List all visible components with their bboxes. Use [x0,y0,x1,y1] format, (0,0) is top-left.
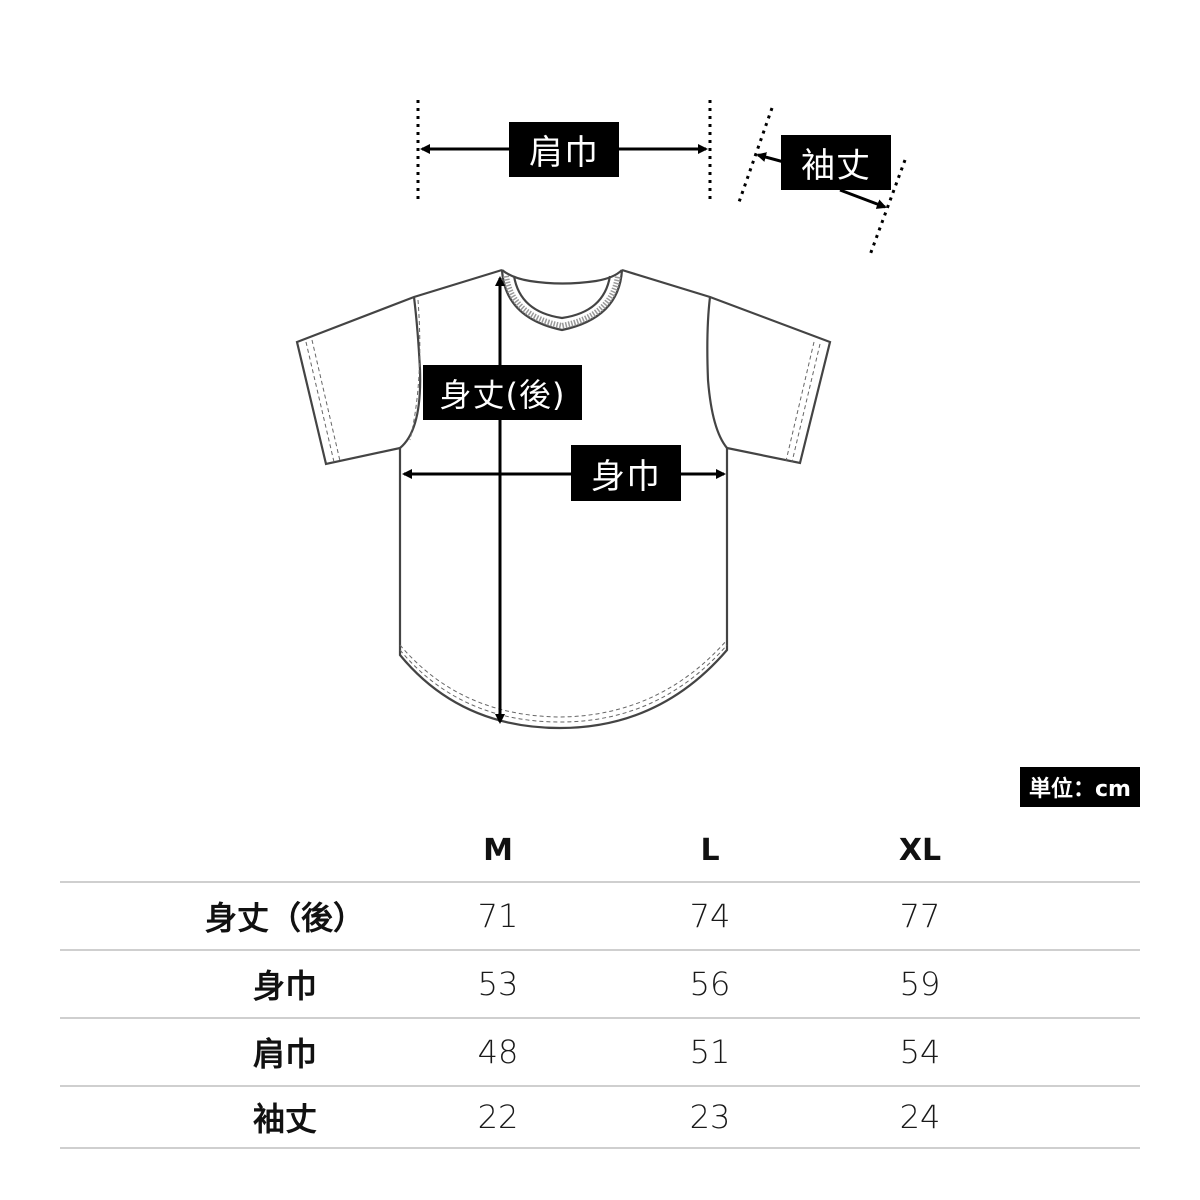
table-cell: 24 [899,1098,941,1136]
table-row: 身丈（後） 71 74 77 [60,883,1140,951]
shoulder-width-label: 肩巾 [509,122,619,177]
table-row: 袖丈 22 23 24 [60,1087,1140,1149]
column-header-l: L [700,833,720,868]
row-label: 肩巾 [252,1035,317,1073]
body-length-back-label: 身丈(後) [423,365,582,420]
table-row: 身巾 53 56 59 [60,951,1140,1019]
body-width-label: 身巾 [571,445,681,501]
tshirt-measurement-diagram: 肩巾 袖丈 身丈(後) 身巾 [295,100,907,730]
column-header-m: M [483,833,513,868]
table-cell: 51 [689,1033,731,1071]
table-cell: 59 [899,965,941,1003]
row-label: 袖丈 [252,1100,317,1138]
sleeve-length-label: 袖丈 [781,135,891,190]
table-cell: 53 [477,965,519,1003]
tshirt-outline-icon [295,100,907,730]
table-cell: 74 [689,897,731,935]
size-table: M L XL 身丈（後） 71 74 77 身巾 53 56 59 肩巾 48 … [60,820,1140,1149]
table-cell: 48 [477,1033,519,1071]
column-header-xl: XL [898,833,942,868]
table-cell: 23 [689,1098,731,1136]
table-cell: 54 [899,1033,941,1071]
row-label: 身巾 [252,967,317,1005]
table-row: 肩巾 48 51 54 [60,1019,1140,1087]
table-header-row: M L XL [60,820,1140,883]
table-cell: 56 [689,965,731,1003]
table-cell: 22 [477,1098,519,1136]
table-cell: 71 [477,897,519,935]
row-label: 身丈（後） [204,899,365,937]
table-cell: 77 [899,897,941,935]
unit-badge: 単位：cm [1020,767,1140,807]
